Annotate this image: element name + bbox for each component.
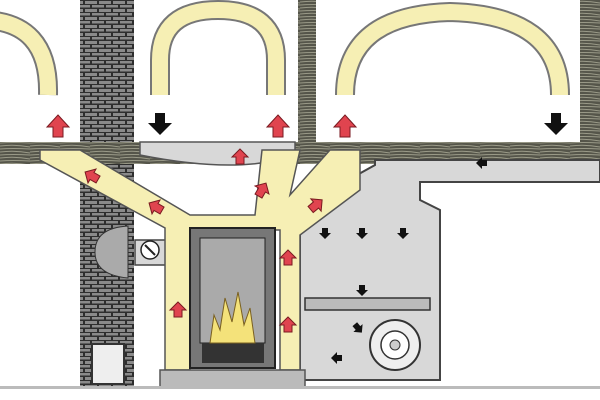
fan-icon [369, 319, 421, 371]
return-air-arrow-icon [544, 113, 568, 135]
log-grate [202, 343, 264, 363]
flame-icon [209, 291, 256, 344]
ash-door [91, 343, 125, 385]
hot-air-arrow-icon [46, 114, 70, 138]
room-air-arcs [0, 0, 570, 96]
hot-air-arrow-icon [266, 114, 290, 138]
hot-air-arrow-icon [333, 114, 357, 138]
warm-air-duct [39, 149, 361, 389]
wall-post-right [580, 0, 600, 142]
fireplace [189, 227, 276, 369]
damper-dial-icon [140, 240, 160, 260]
filter [304, 297, 431, 311]
wall-post-center [298, 0, 316, 142]
return-air-arrow-icon [148, 113, 172, 135]
damper-housing [94, 225, 129, 279]
